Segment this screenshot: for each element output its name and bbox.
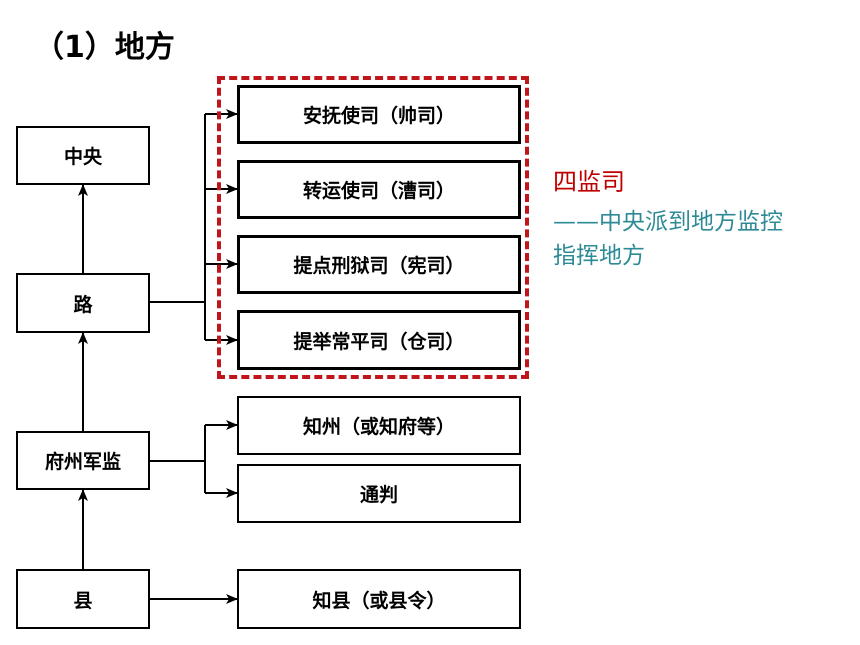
node-fuzhoujunjian: 府州军监 [16,431,150,490]
four-offices-frame [217,76,529,379]
page-title: （1）地方 [34,30,175,65]
node-central: 中央 [16,126,150,185]
office-box-3: 提点刑狱司（宪司） [237,235,521,294]
official-zhizhou: 知州（或知府等） [237,396,521,455]
office-box-1: 安抚使司（帅司） [237,85,521,144]
note-title: 四监司 [553,168,625,196]
official-tongpan: 通判 [237,464,521,523]
node-county: 县 [16,569,150,629]
node-lu: 路 [16,273,150,333]
note-line-2: 指挥地方 [553,243,645,269]
official-zhixian: 知县（或县令） [237,569,521,629]
note-line-1: ——中央派到地方监控 [553,209,783,235]
office-box-2: 转运使司（漕司） [237,160,521,219]
office-box-4: 提举常平司（仓司） [237,310,521,370]
